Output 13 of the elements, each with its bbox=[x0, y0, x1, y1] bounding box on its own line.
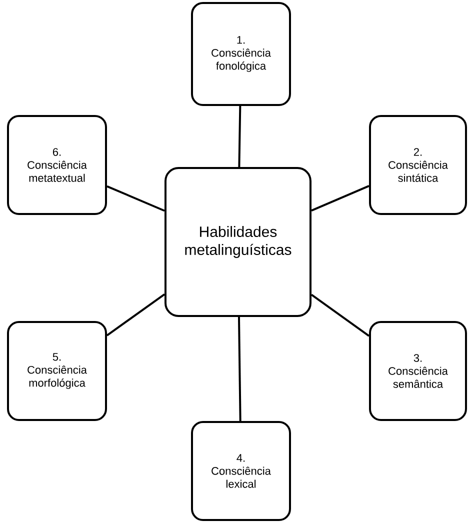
concept-box: 3. Consciência semântica bbox=[369, 321, 467, 421]
concept-box: 2. Consciência sintática bbox=[369, 115, 467, 215]
concept-box: 5. Consciência morfológica bbox=[7, 321, 107, 421]
connector-line bbox=[238, 106, 242, 168]
center-box: Habilidades metalinguísticas bbox=[164, 167, 312, 317]
connector-line bbox=[106, 294, 166, 336]
connector-line bbox=[311, 185, 370, 212]
concept-box: 4. Consciência lexical bbox=[191, 421, 291, 521]
connector-line bbox=[106, 185, 165, 212]
concept-box: 6. Consciência metatextual bbox=[7, 115, 107, 215]
connector-line bbox=[238, 317, 242, 422]
connector-line bbox=[310, 294, 370, 337]
concept-box: 1. Consciência fonológica bbox=[191, 2, 291, 106]
